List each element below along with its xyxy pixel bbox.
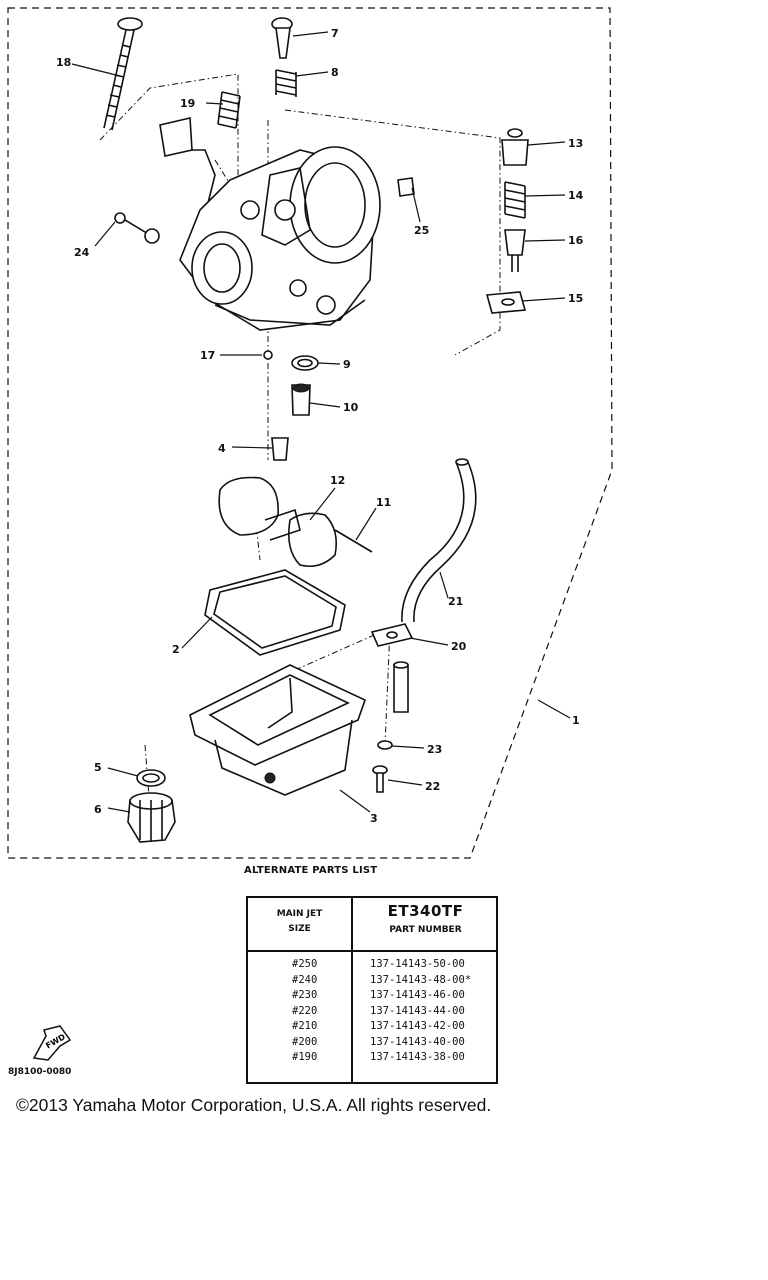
callout-15: 15 xyxy=(568,292,583,305)
washer-17 xyxy=(263,350,273,360)
jet-size: #240 xyxy=(292,973,318,986)
part-number: 137-14143-44-00 xyxy=(370,1004,465,1017)
alternate-parts-table: MAIN JET SIZE ET340TF PART NUMBER #250 13… xyxy=(246,896,498,1084)
pipe xyxy=(393,661,409,713)
callout-18: 18 xyxy=(56,56,71,69)
jet-size: #230 xyxy=(292,989,318,1001)
table-row: #220 137-14143-44-00 xyxy=(248,1005,496,1021)
part-number: 137-14143-42-00 xyxy=(370,1020,465,1032)
screw-24 xyxy=(114,212,160,244)
part-number: 137-14143-38-00 xyxy=(370,1051,465,1063)
jet-size: #190 xyxy=(292,1051,318,1063)
callout-19: 19 xyxy=(180,97,195,110)
model-header: ET340TF xyxy=(387,902,464,920)
part-number: 137-14143-48-00* xyxy=(370,973,472,986)
table-row: #240 137-14143-48-00* xyxy=(248,974,496,990)
float-12 xyxy=(218,476,338,568)
callout-13: 13 xyxy=(568,137,583,150)
spring-14 xyxy=(504,181,526,219)
part-number-header: PART NUMBER xyxy=(389,925,462,935)
callout-21: 21 xyxy=(448,595,463,608)
pin-11 xyxy=(334,529,373,553)
table-header: MAIN JET SIZE ET340TF PART NUMBER xyxy=(248,898,496,952)
callout-23: 23 xyxy=(427,743,442,756)
callout-14: 14 xyxy=(568,189,584,202)
callout-7: 7 xyxy=(331,27,339,40)
plate-15 xyxy=(485,291,527,314)
part-number: 137-14143-40-00 xyxy=(370,1035,465,1048)
callout-17: 17 xyxy=(200,349,215,362)
column-divider xyxy=(351,898,353,1082)
callout-8: 8 xyxy=(331,66,339,79)
o-ring-5 xyxy=(136,769,166,787)
main-jet-size-header: MAIN JET SIZE xyxy=(248,907,351,937)
part-16 xyxy=(504,229,526,272)
callout-12: 12 xyxy=(330,474,345,487)
callout-3: 3 xyxy=(370,812,378,825)
callout-11: 11 xyxy=(376,496,391,509)
callout-9: 9 xyxy=(343,358,351,371)
callout-5: 5 xyxy=(94,761,102,774)
alternate-parts-title: ALTERNATE PARTS LIST xyxy=(244,865,378,876)
gasket-2 xyxy=(204,569,346,656)
callout-numbers: 18 7 8 19 13 14 16 25 24 15 17 9 10 4 12… xyxy=(56,27,584,825)
table-row: #250 137-14143-50-00 xyxy=(248,958,496,974)
screw-25 xyxy=(397,177,415,197)
fwd-arrow-icon: FWD xyxy=(32,1025,72,1061)
callout-22: 22 xyxy=(425,780,440,793)
plug-6 xyxy=(127,792,176,843)
part-number: 137-14143-50-00 xyxy=(370,958,465,970)
callout-2: 2 xyxy=(172,643,180,656)
callout-4: 4 xyxy=(218,442,226,455)
table-row: #190 137-14143-38-00 xyxy=(248,1051,496,1067)
leader-lines xyxy=(71,31,571,813)
header-size: SIZE xyxy=(288,924,311,934)
copyright-notice: ©2013 Yamaha Motor Corporation, U.S.A. A… xyxy=(16,1095,492,1115)
table-row: #210 137-14143-42-00 xyxy=(248,1020,496,1036)
table-row: #200 137-14143-40-00 xyxy=(248,1036,496,1052)
float-bowl-3 xyxy=(189,664,366,796)
carburetor-body xyxy=(159,117,381,331)
callout-6: 6 xyxy=(94,803,102,816)
callout-24: 24 xyxy=(74,246,90,259)
washer-23 xyxy=(377,740,393,750)
part-13 xyxy=(501,128,529,166)
callout-25: 25 xyxy=(414,224,429,237)
jet-10 xyxy=(291,383,311,416)
table-row: #230 137-14143-46-00 xyxy=(248,989,496,1005)
callout-1: 1 xyxy=(572,714,580,727)
figure-code: 8J8100-0080 xyxy=(8,1067,72,1077)
callout-20: 20 xyxy=(451,640,467,653)
header-main-jet: MAIN JET xyxy=(276,909,323,919)
jet-size: #220 xyxy=(292,1004,318,1017)
jet-size: #200 xyxy=(292,1035,318,1048)
part-number: 137-14143-46-00 xyxy=(370,989,465,1001)
spring-8 xyxy=(275,69,297,97)
jet-size: #210 xyxy=(292,1020,318,1032)
o-ring-9 xyxy=(291,355,319,371)
tube-21 xyxy=(401,458,477,623)
callout-10: 10 xyxy=(343,401,359,414)
spring-19 xyxy=(217,91,241,129)
jet-size: #250 xyxy=(292,958,318,970)
screw-7 xyxy=(271,17,293,59)
callout-16: 16 xyxy=(568,234,584,247)
jet-4 xyxy=(271,437,289,461)
assembly-boundary xyxy=(7,7,613,859)
table-rows: #250 137-14143-50-00 #240 137-14143-48-00*… xyxy=(248,958,496,1067)
plate-20 xyxy=(370,623,414,647)
screw-22 xyxy=(372,765,388,793)
